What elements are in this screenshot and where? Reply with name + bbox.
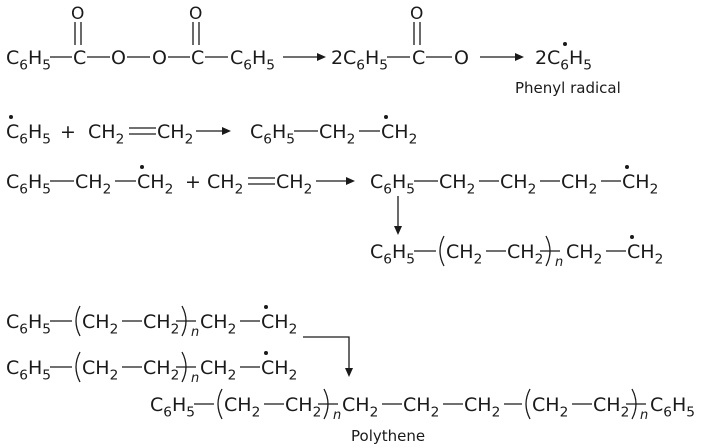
chain-ch2-3: CH2 bbox=[566, 241, 602, 267]
termination-step: C6H5 CH2 CH2 n CH2 CH2 C6H5 CH2 CH2 n CH… bbox=[6, 305, 695, 445]
polythene-ch2-4: CH2 bbox=[403, 394, 439, 420]
benzoyl-peroxide-right-phenyl: C6H5 bbox=[230, 47, 275, 73]
chain1-ch2-1: CH2 bbox=[82, 311, 118, 337]
phenyl-radical-coefficient: 2 bbox=[535, 47, 547, 69]
reactant-ch2-radical: CH2 bbox=[137, 171, 173, 197]
polythene-phenyl-start: C6H5 bbox=[150, 394, 195, 420]
reaction-arrow-4 bbox=[316, 177, 355, 185]
repeat-index: n bbox=[555, 255, 563, 270]
down-arrow bbox=[394, 196, 402, 235]
reaction-arrow-1 bbox=[283, 53, 326, 61]
polythene-ch2-5: CH2 bbox=[464, 394, 500, 420]
plus-sign: + bbox=[60, 121, 76, 143]
product-phenyl: C6H5 bbox=[250, 121, 295, 147]
chain-ch2-radical: CH2 bbox=[627, 241, 663, 267]
phenyl-radical-label: Phenyl radical bbox=[515, 79, 621, 97]
polythene-ch2-2: CH2 bbox=[285, 394, 321, 420]
chain1-phenyl: C6H5 bbox=[6, 311, 51, 337]
chain2-ch2-radical: CH2 bbox=[261, 357, 297, 383]
product-ch2-1: CH2 bbox=[439, 171, 475, 197]
product-phenyl: C6H5 bbox=[370, 171, 415, 197]
radical-dot bbox=[140, 165, 144, 169]
chain-ch2-1: CH2 bbox=[446, 241, 482, 267]
open-parenthesis bbox=[439, 235, 445, 267]
chain2-ch2-2: CH2 bbox=[143, 357, 179, 383]
polythene-ch2-7: CH2 bbox=[593, 394, 629, 420]
product-ch2-radical: CH2 bbox=[381, 121, 417, 147]
combination-arrow bbox=[303, 336, 353, 377]
peroxide-oxygen-1: O bbox=[111, 47, 126, 69]
radical-dot bbox=[9, 115, 13, 119]
benzoyl-peroxide-left-phenyl: C6H5 bbox=[6, 47, 51, 73]
ethene-carbon-1: CH2 bbox=[88, 121, 124, 147]
product-ch2-radical: CH2 bbox=[622, 171, 658, 197]
chain1-ch2-2: CH2 bbox=[143, 311, 179, 337]
radical-dot bbox=[563, 42, 567, 46]
benzoate-carbon: C bbox=[412, 47, 425, 69]
phenyl-radical-reactant: C6H5 bbox=[6, 121, 51, 147]
initiation-step-2: C6H5 + CH2 CH2 C6H5 CH2 CH2 bbox=[6, 115, 417, 147]
phenyl-radical: C6H5 bbox=[547, 47, 592, 73]
chain2-ch2-3: CH2 bbox=[200, 357, 236, 383]
repeat-index: n bbox=[333, 408, 341, 423]
product-ch2: CH2 bbox=[319, 121, 355, 147]
benzoate-phenyl: C6H5 bbox=[343, 47, 388, 73]
repeat-index: n bbox=[191, 371, 199, 386]
ethene-carbon-2: CH2 bbox=[157, 121, 193, 147]
carbonyl-oxygen-1: O bbox=[71, 4, 84, 24]
open-parenthesis bbox=[75, 305, 81, 337]
polythene-ch2-6: CH2 bbox=[532, 394, 568, 420]
open-parenthesis bbox=[75, 351, 81, 383]
peroxide-oxygen-2: O bbox=[152, 47, 167, 69]
ethene-carbon-2: CH2 bbox=[276, 171, 312, 197]
chain-ch2-2: CH2 bbox=[507, 241, 543, 267]
reaction-arrow-3 bbox=[196, 127, 231, 135]
chain2-phenyl: C6H5 bbox=[6, 357, 51, 383]
chain2-ch2-1: CH2 bbox=[82, 357, 118, 383]
reactant-ch2: CH2 bbox=[75, 171, 111, 197]
peroxide-carbonyl-carbon-1: C bbox=[73, 47, 86, 69]
repeat-index: n bbox=[191, 325, 199, 340]
plus-sign: + bbox=[185, 171, 201, 193]
reaction-arrow-2 bbox=[480, 53, 524, 61]
chain1-ch2-3: CH2 bbox=[200, 311, 236, 337]
chain-phenyl: C6H5 bbox=[370, 241, 415, 267]
radical-dot bbox=[384, 115, 388, 119]
ethene-carbon-1: CH2 bbox=[207, 171, 243, 197]
radical-dot bbox=[264, 305, 268, 309]
reactant-phenyl: C6H5 bbox=[6, 171, 51, 197]
radical-dot bbox=[264, 351, 268, 355]
polythene-ch2-3: CH2 bbox=[342, 394, 378, 420]
carbonyl-oxygen-2: O bbox=[189, 4, 202, 24]
initiation-step-1: C6H5 C O O O C O C6H5 2 C6H5 C O O bbox=[6, 4, 621, 97]
polythene-phenyl-end: C6H5 bbox=[650, 394, 695, 420]
polythene-ch2-1: CH2 bbox=[224, 394, 260, 420]
open-parenthesis bbox=[525, 388, 531, 420]
polythene-label: Polythene bbox=[351, 427, 425, 445]
repeat-index: n bbox=[640, 408, 648, 423]
benzoate-oxygen-radical: O bbox=[454, 47, 469, 69]
benzoate-coefficient: 2 bbox=[331, 47, 343, 69]
product-ch2-2: CH2 bbox=[500, 171, 536, 197]
radical-dot bbox=[630, 235, 634, 239]
product-ch2-3: CH2 bbox=[561, 171, 597, 197]
chain1-ch2-radical: CH2 bbox=[261, 311, 297, 337]
propagation-step: C6H5 CH2 CH2 + CH2 CH2 C6H5 CH2 CH2 CH2 … bbox=[6, 165, 663, 270]
radical-dot bbox=[625, 165, 629, 169]
peroxide-carbonyl-carbon-2: C bbox=[191, 47, 204, 69]
benzoate-carbonyl-oxygen: O bbox=[410, 4, 423, 24]
open-parenthesis bbox=[217, 388, 223, 420]
